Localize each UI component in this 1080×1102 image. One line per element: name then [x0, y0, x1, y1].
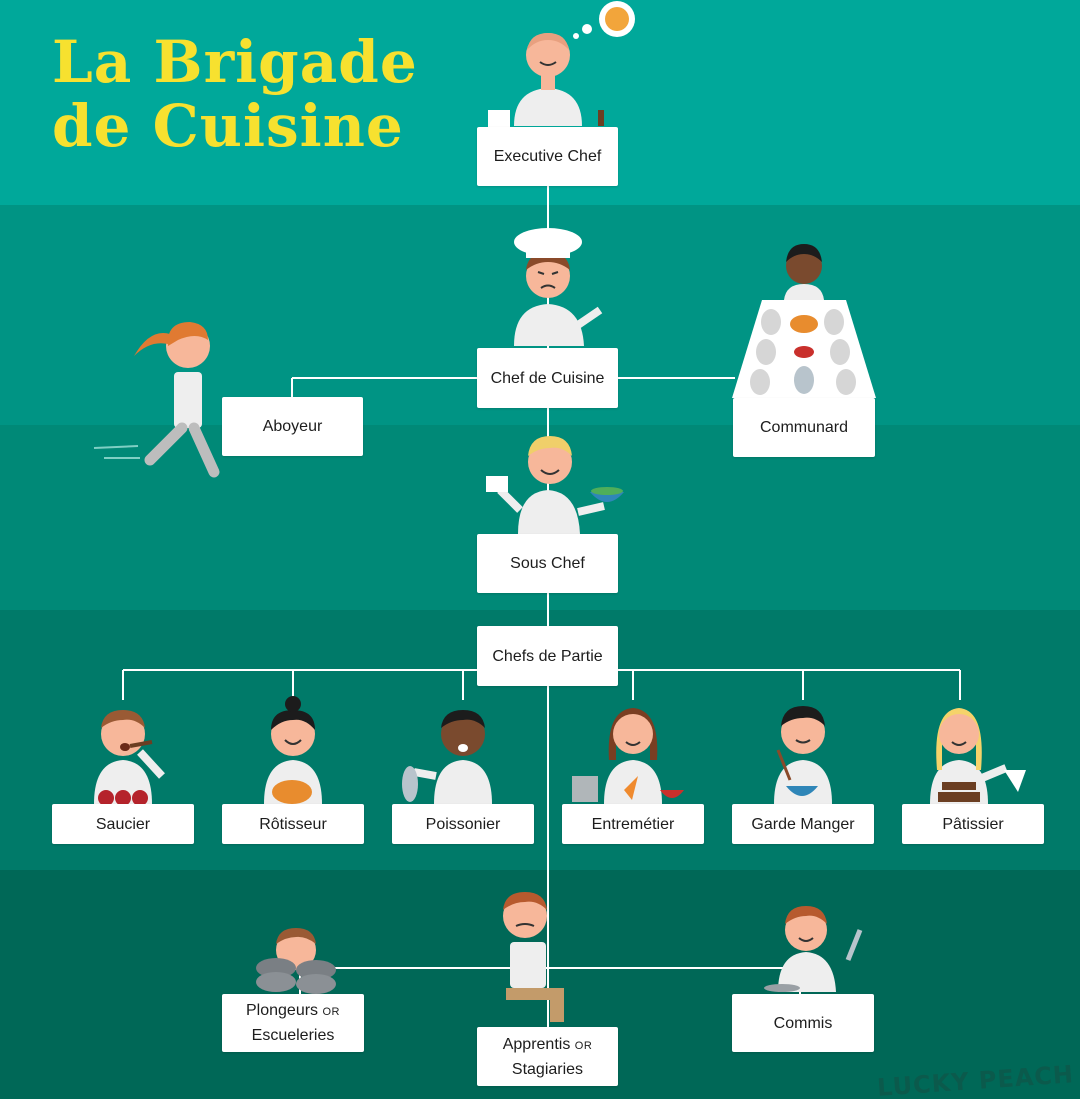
- node-sous-chef-label: Sous Chef: [510, 555, 585, 572]
- title-line-1: La Brigade: [52, 28, 418, 96]
- communard-figure: [732, 244, 876, 398]
- node-saucier: Saucier: [52, 804, 194, 844]
- node-apprentis-label: Apprentis: [502, 1035, 571, 1053]
- node-executive-chef-label: Executive Chef: [493, 148, 602, 165]
- plongeurs-figure: [256, 928, 336, 994]
- node-plongeurs-label: Plongeurs: [246, 1002, 319, 1019]
- commis-figure: [764, 906, 863, 992]
- node-plongeurs: Plongeurs OR Escueleries: [222, 994, 364, 1052]
- aboyeur-figure: [93, 322, 220, 478]
- node-commis-label: Commis: [773, 1014, 833, 1032]
- node-patissier: Pâtissier: [902, 804, 1044, 844]
- node-chefs-de-partie-label: Chefs de Partie: [492, 647, 603, 665]
- poissonier-figure: [402, 710, 492, 804]
- node-executive-chef: Executive Chef: [477, 127, 618, 186]
- sous-chef-figure: [486, 436, 624, 534]
- page-title: La Brigade de Cuisine: [52, 30, 418, 158]
- node-sous-chef: Sous Chef: [477, 534, 618, 593]
- node-poissonier: Poissonier: [392, 804, 534, 844]
- chef-de-cuisine-figure: [514, 228, 603, 346]
- node-chefs-de-partie: Chefs de Partie: [477, 626, 618, 686]
- node-communard: Communard: [733, 398, 875, 457]
- node-apprentis-or: OR: [574, 1039, 593, 1052]
- entremetier-figure: [572, 708, 684, 804]
- patissier-figure: [930, 708, 1026, 804]
- garde-manger-figure: [774, 706, 832, 804]
- node-apprentis: Apprentis OR Stagiaries: [477, 1027, 618, 1086]
- node-aboyeur: Aboyeur: [222, 397, 363, 456]
- node-chef-de-cuisine: Chef de Cuisine: [477, 348, 618, 408]
- node-rotisseur: Rôtisseur: [222, 804, 364, 844]
- node-poissonier-label: Poissonier: [425, 815, 501, 833]
- title-line-2: de Cuisine: [52, 92, 404, 160]
- node-communard-label: Communard: [759, 419, 849, 436]
- rotisseur-figure: [264, 696, 322, 804]
- node-chef-de-cuisine-label: Chef de Cuisine: [490, 369, 605, 387]
- node-patissier-label: Pâtissier: [942, 815, 1004, 833]
- node-aboyeur-label: Aboyeur: [262, 418, 323, 435]
- apprentis-figure: [503, 892, 564, 1022]
- node-plongeurs-or: OR: [322, 1006, 340, 1018]
- node-garde-manger: Garde Manger: [732, 804, 874, 844]
- node-stagiaries-label: Stagiaries: [511, 1060, 584, 1078]
- executive-chef-figure: [488, 1, 635, 128]
- node-entremetier-label: Entremétier: [591, 815, 675, 833]
- node-rotisseur-label: Rôtisseur: [259, 815, 327, 833]
- node-escueleries-label: Escueleries: [251, 1027, 335, 1044]
- saucier-figure: [94, 710, 165, 806]
- node-garde-manger-label: Garde Manger: [751, 815, 855, 833]
- node-entremetier: Entremétier: [562, 804, 704, 844]
- node-saucier-label: Saucier: [95, 815, 151, 833]
- node-commis: Commis: [732, 994, 874, 1052]
